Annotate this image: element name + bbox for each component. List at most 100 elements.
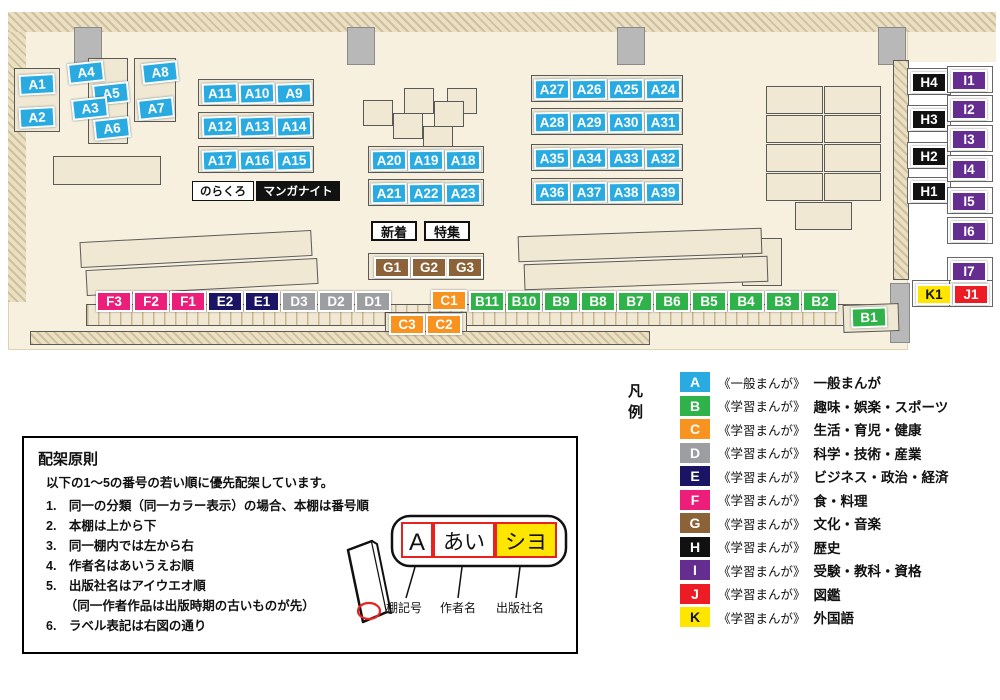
shelf-label-A16: A16 <box>238 149 276 172</box>
publisher-box <box>495 522 557 558</box>
legend-item-J: J《学習まんが》図鑑 <box>680 583 1000 604</box>
legend-item-G: G《学習まんが》文化・音楽 <box>680 513 1000 533</box>
shelf-label-A1: A1 <box>18 73 56 96</box>
principle-rule-6: （同一作者作品は出版時期の古いものが先） <box>46 599 315 613</box>
wall-band-top <box>8 12 996 32</box>
shelf-label-A19: A19 <box>407 149 445 172</box>
principles-intro: 以下の1～5の番号の若い順に優先配架しています。 <box>46 476 334 490</box>
principle-rule-7: 6. ラベル表記は右図の通り <box>46 619 207 633</box>
new-arrivals-sign: 新着 <box>371 221 417 241</box>
author-box <box>433 522 495 558</box>
spine-publisher: シヨ <box>505 531 547 554</box>
shelf-label-A28: A28 <box>533 111 571 134</box>
legend-category-name: ビジネス・政治・経済 <box>813 470 949 485</box>
shelf-label-E2: E2 <box>207 291 243 312</box>
shelf-label-A38: A38 <box>607 181 645 204</box>
pillar <box>878 27 906 65</box>
shelf-label-A6: A6 <box>93 116 131 141</box>
shelf-unit <box>824 144 881 172</box>
shelf-label-E1: E1 <box>244 291 280 312</box>
shelf-label-B5: B5 <box>691 291 727 312</box>
legend-series-label: 《学習まんが》 <box>718 611 806 626</box>
shelf-label-A11: A11 <box>201 82 239 105</box>
shelf-label-A39: A39 <box>644 181 682 204</box>
legend-series-label: 《学習まんが》 <box>718 400 806 414</box>
shelf-label-A27: A27 <box>533 78 571 101</box>
shelf-label-F3: F3 <box>96 291 132 312</box>
shelf-label-A21: A21 <box>370 182 408 205</box>
shelf-label-B11: B11 <box>469 291 505 312</box>
shelf-label-A20: A20 <box>370 149 408 172</box>
legend-item-C: C《学習まんが》生活・育児・健康 <box>680 419 1000 439</box>
shelf-unit <box>795 202 852 230</box>
norakuro-sign: のらくろ <box>192 181 254 201</box>
caption-publisher: 出版社名 <box>496 600 544 615</box>
shelf-label-A13: A13 <box>238 115 276 138</box>
principle-rule-4: 4. 作者名はあいうえお順 <box>46 559 194 573</box>
principles-title: 配架原則 <box>38 451 99 468</box>
legend-item-I: I《学習まんが》受験・教科・資格 <box>680 560 1000 580</box>
shelf-label-B7: B7 <box>617 291 653 312</box>
legend-series-label: 《学習まんが》 <box>718 588 806 602</box>
legend-item-K: K《学習まんが》外国語 <box>680 607 1000 627</box>
legend-item-H: H《学習まんが》歴史 <box>680 536 1000 557</box>
shelf-label-A32: A32 <box>644 147 682 170</box>
shelf-label-K1: K1 <box>916 284 952 305</box>
shelf-unit <box>53 156 161 185</box>
legend-series-label: 《学習まんが》 <box>718 447 806 461</box>
legend-category-name: 科学・技術・産業 <box>813 446 922 462</box>
shelf-label-A24: A24 <box>644 78 682 101</box>
legend-series-label: 《学習まんが》 <box>718 423 806 438</box>
legend-category-name: 文化・音楽 <box>813 517 882 532</box>
legend-category-name: 食・料理 <box>813 493 868 509</box>
manga-night-sign: マンガナイト <box>256 181 340 201</box>
shelf-unit <box>766 144 823 172</box>
shelf-unit <box>766 115 823 143</box>
legend-series-label: 《学習まんが》 <box>718 517 806 532</box>
shelf-unit <box>824 173 881 201</box>
principle-rule-2: 2. 本棚は上から下 <box>46 519 157 533</box>
pillar <box>347 27 375 65</box>
shelf-unit <box>766 173 823 201</box>
shelf-label-I6: I6 <box>951 221 987 242</box>
shelf-label-A30: A30 <box>607 111 645 134</box>
legend-series-label: 《一般まんが》 <box>718 376 806 391</box>
shelf-label-B8: B8 <box>580 291 616 312</box>
shelf-label-B1: B1 <box>850 306 888 329</box>
shelf-label-F2: F2 <box>133 291 169 312</box>
legend-chip-B: B <box>680 395 710 416</box>
shelf-label-A31: A31 <box>644 111 682 134</box>
shelf-label-D1: D1 <box>355 291 391 312</box>
shelf-label-I2: I2 <box>951 99 987 120</box>
label-explainer-figure: A あい シヨ 棚記号 作者名 出版社名 <box>346 514 568 624</box>
shelf-unit <box>766 86 823 114</box>
shelf-label-A17: A17 <box>201 149 239 172</box>
legend-item-B: B 《学習まんが》趣味・娯楽・スポーツ <box>680 395 1000 416</box>
spine-shelf-code: A <box>409 529 425 556</box>
shelf-unit <box>824 115 881 143</box>
shelf-label-B2: B2 <box>802 291 838 312</box>
legend-series-label: 《学習まんが》 <box>718 541 806 555</box>
legend-title: 凡例 <box>628 383 644 421</box>
legend-category-name: 趣味・娯楽・スポーツ <box>813 399 949 415</box>
legend-series-label: 《学習まんが》 <box>718 564 806 579</box>
shelf-label-C2: C2 <box>426 314 462 335</box>
principle-rule-1: 1. 同一の分類（同一カラー表示）の場合、本棚は番号順 <box>46 499 369 513</box>
shelf-label-B3: B3 <box>765 291 801 312</box>
shelf-unit <box>393 113 423 139</box>
shelf-label-A7: A7 <box>137 96 175 121</box>
shelf-label-F1: F1 <box>170 291 206 312</box>
shelf-code-box <box>401 522 433 558</box>
shelf-label-B10: B10 <box>506 291 542 312</box>
shelf-label-B4: B4 <box>728 291 764 312</box>
shelf-label-I5: I5 <box>951 191 987 212</box>
principle-rule-3: 3. 同一棚内では左から右 <box>46 539 194 553</box>
shelf-unit <box>363 100 393 126</box>
legend-category-name: 外国語 <box>813 611 855 626</box>
shelf-label-A14: A14 <box>275 115 313 138</box>
shelf-unit <box>893 60 909 280</box>
legend-category-name: 歴史 <box>813 540 841 556</box>
shelf-label-A23: A23 <box>444 182 482 205</box>
